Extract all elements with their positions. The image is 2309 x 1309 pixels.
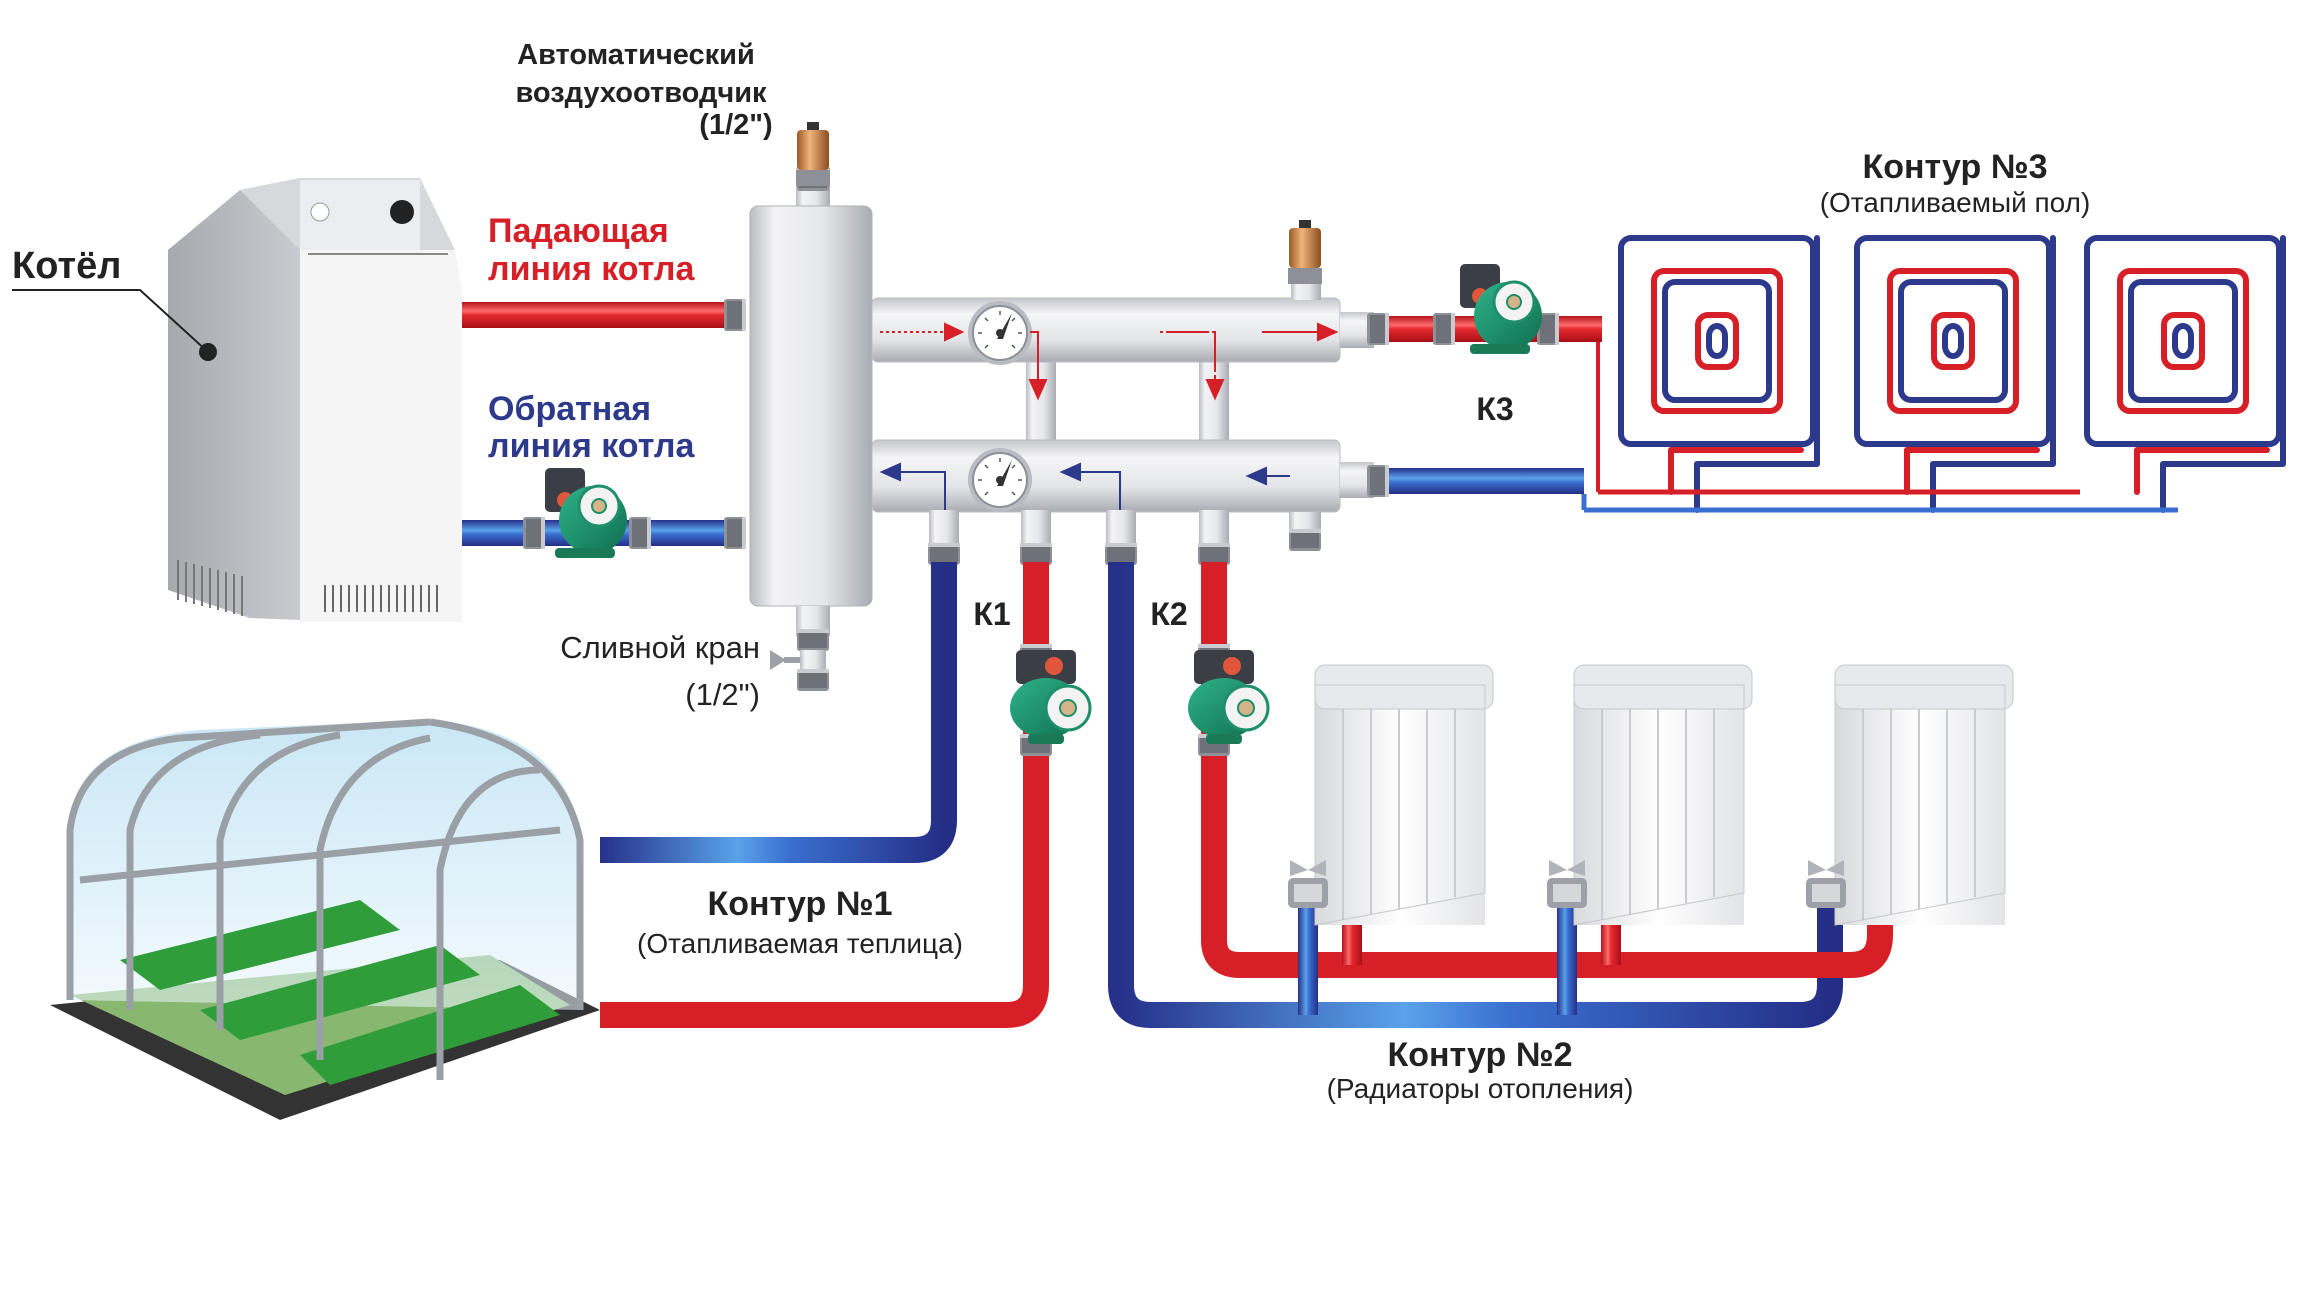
floor-loop-turn xyxy=(1662,279,1772,403)
return-line-label-1: Обратная xyxy=(488,390,651,428)
floor-loop-supply-feed xyxy=(2134,447,2270,495)
circuit3-return-pipe xyxy=(1374,468,1584,494)
circuit3-fitting xyxy=(1367,313,1389,345)
boiler-pump-fitting-right xyxy=(629,517,651,549)
circulation-pump-icon xyxy=(1186,648,1270,746)
air-vent-icon xyxy=(796,122,830,186)
floor-loop-1 xyxy=(1618,235,1820,513)
manifold-air-vent-icon xyxy=(1288,220,1322,284)
air-vent-label-1: Автоматический xyxy=(517,39,755,71)
floor-loop-turn xyxy=(2084,235,2282,447)
radiator-valve-icon xyxy=(1288,860,1328,908)
floor-loop-supply-feed xyxy=(1904,447,2040,495)
hydraulic-separator-icon xyxy=(749,168,873,636)
radiator2-return-riser xyxy=(1557,905,1577,1015)
drain-valve-label: Сливной кран xyxy=(560,630,760,665)
pump-k2-label: К2 xyxy=(1150,596,1187,632)
circuit1-supply-pipe xyxy=(600,562,1049,1028)
floor-loop-return-feed xyxy=(1930,235,2056,513)
manifold-icon xyxy=(871,268,1374,551)
pump-k3-label: К3 xyxy=(1476,391,1513,427)
air-vent-label-2: воздухоотводчик xyxy=(515,77,767,109)
floor-loop-turn xyxy=(2172,323,2194,359)
floor-loop-3 xyxy=(2084,235,2286,513)
boiler-return-fitting xyxy=(724,517,746,549)
air-vent-size-label: (1/2") xyxy=(699,109,772,141)
boiler-leader-line xyxy=(12,289,209,353)
circuit3-return-fitting xyxy=(1367,465,1389,497)
boiler-supply-fitting xyxy=(724,299,746,331)
floor-loop-turn xyxy=(1618,235,1816,447)
radiator-icon xyxy=(1314,664,1494,926)
pump-k1-label: К1 xyxy=(973,596,1010,632)
k3-pump-fitting-left xyxy=(1433,313,1455,345)
floor-loop-turn xyxy=(1854,235,2052,447)
floor-loop-turn xyxy=(1651,268,1783,414)
pressure-gauge-icon xyxy=(967,447,1033,513)
radiator-icon xyxy=(1834,664,2014,926)
circuit3-subtitle: (Отапливаемый пол) xyxy=(1820,187,2091,218)
circuit3-title: Контур №3 xyxy=(1862,148,2047,186)
boiler-supply-pipe xyxy=(462,302,730,328)
supply-line-label-1: Падающая xyxy=(488,212,669,250)
greenhouse-icon xyxy=(50,718,600,1120)
circuit1-return-pipe xyxy=(600,562,957,863)
floor-loop-turn xyxy=(1887,268,2019,414)
boiler-label-text: Котёл xyxy=(12,245,121,287)
floor-loop-return-feed xyxy=(2160,235,2286,513)
floor-loop-turn xyxy=(2128,279,2238,403)
circuit1-title: Контур №1 xyxy=(707,885,892,923)
pressure-gauge-icon xyxy=(967,300,1033,366)
floor-loop-turn xyxy=(1706,323,1728,359)
radiator-valve-icon xyxy=(1806,860,1846,908)
floor-loop-turn xyxy=(1898,279,2008,403)
floor-loop-return-feed xyxy=(1694,235,1820,513)
circulation-pump-icon xyxy=(1008,648,1092,746)
boiler-leader-dot xyxy=(199,343,217,361)
return-line-label-2: линия котла xyxy=(488,427,696,465)
drain-valve-icon xyxy=(770,629,829,691)
floor-loop-turn xyxy=(2117,268,2249,414)
circuit2-return-pipe xyxy=(1108,562,1843,1028)
boiler-label: Котёл xyxy=(12,245,217,361)
floor-loop-supply-feed xyxy=(1668,447,1804,495)
circuit2-subtitle: (Радиаторы отопления) xyxy=(1327,1073,1634,1104)
radiator-icon xyxy=(1573,664,1753,926)
boiler-icon xyxy=(168,178,462,622)
underfloor-heating-loop-icon xyxy=(1618,235,2286,513)
manifold-outlet-stubs xyxy=(928,510,1230,565)
floor-loop-turn xyxy=(1695,312,1739,370)
floor-loop-turn xyxy=(1942,323,1964,359)
floor-loop-turn xyxy=(1931,312,1975,370)
circuit1-subtitle: (Отапливаемая теплица) xyxy=(637,928,963,959)
radiator-valve-icon xyxy=(1547,860,1587,908)
radiator1-return-riser xyxy=(1298,905,1318,1015)
boiler-pump-fitting-left xyxy=(523,517,545,549)
supply-line-label-2: линия котла xyxy=(488,250,696,288)
floor-loop-turn xyxy=(2161,312,2205,370)
flow-arrow-icon xyxy=(880,322,1339,401)
floor-loop-2 xyxy=(1854,235,2056,513)
circuit2-title: Контур №2 xyxy=(1387,1036,1572,1074)
drain-valve-size-label: (1/2") xyxy=(685,677,760,712)
circuit2-supply-pipe xyxy=(1201,562,1893,978)
